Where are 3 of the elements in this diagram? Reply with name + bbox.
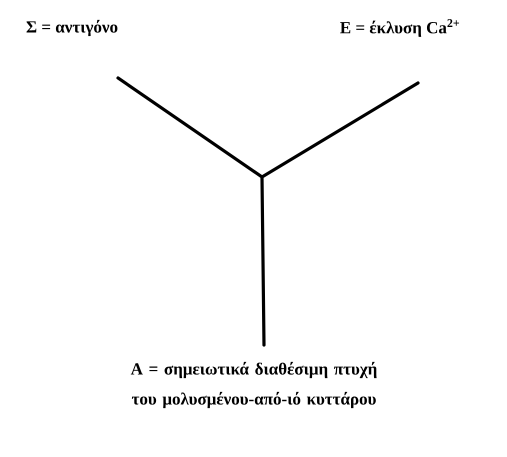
text-label: Σ = αντιγόνο bbox=[26, 20, 118, 36]
text-label: A = σημειωτικά διαθέσιμη πτυχή του μολυσμένου-από-ιό κυττάρου bbox=[130, 362, 377, 408]
text-label: E = έκλυση Ca$^{2+}$ bbox=[340, 19, 460, 37]
